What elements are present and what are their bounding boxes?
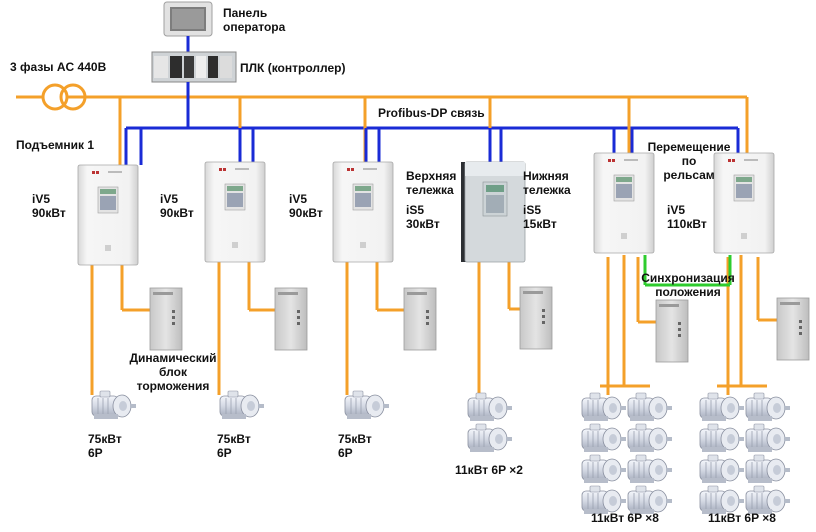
drive-model-label: iV5 90кВт	[32, 192, 66, 220]
operator-panel-label: Панель оператора	[223, 6, 286, 34]
motor-label: 75кВт 6P	[88, 432, 122, 460]
motor-icon	[219, 390, 265, 420]
upper-trolley-label: Верхняя тележка	[406, 169, 457, 197]
motor-icon	[627, 423, 673, 453]
braking-unit-icon	[655, 299, 689, 363]
motor-icon	[91, 390, 137, 420]
motor-icon	[745, 454, 791, 484]
motor-icon	[699, 392, 745, 422]
motor-icon	[627, 392, 673, 422]
motor-icon	[699, 485, 745, 515]
hoist-label: Подъемник 1	[16, 138, 95, 152]
motor-icon	[745, 392, 791, 422]
motor-icon	[467, 423, 513, 453]
drive-model-label: iV5 110кВт	[667, 203, 707, 231]
braking-unit-icon	[149, 287, 183, 351]
drive-model-label: iV5 90кВт	[160, 192, 194, 220]
motor-icon	[581, 423, 627, 453]
motor-icon	[627, 454, 673, 484]
motor-label: 11кВт 6P ×2	[455, 463, 523, 477]
drive-model-label: iS5 30кВт	[406, 203, 440, 231]
motor-icon	[581, 454, 627, 484]
motor-icon	[745, 485, 791, 515]
motor-icon	[344, 390, 390, 420]
motor-icon	[467, 392, 513, 422]
sync-label: Синхронизация положения	[641, 271, 735, 299]
motor-icon	[699, 423, 745, 453]
lower-trolley-label: Нижняя тележка	[523, 169, 571, 197]
plc-icon	[151, 51, 237, 83]
braking-unit-icon	[776, 297, 810, 361]
motor-icon	[581, 392, 627, 422]
motor-label: 75кВт 6P	[338, 432, 372, 460]
motor-icon	[581, 485, 627, 515]
profibus-label: Profibus-DP связь	[378, 106, 485, 120]
inverter-drive-is5-icon	[460, 161, 526, 263]
motor-icon	[745, 423, 791, 453]
braking-unit-label: Динамический блок торможения	[129, 351, 217, 393]
inverter-drive-icon	[593, 152, 655, 254]
rail-travel-label: Перемещение по рельсам	[647, 140, 731, 182]
operator-panel-icon	[163, 1, 213, 37]
inverter-drive-icon	[77, 164, 139, 266]
power-supply-label: 3 фазы AC 440В	[10, 60, 107, 74]
braking-unit-icon	[403, 287, 437, 351]
inverter-drive-icon	[332, 161, 394, 263]
plc-label: ПЛК (контроллер)	[240, 61, 346, 75]
braking-unit-icon	[519, 286, 553, 350]
inverter-drive-icon	[204, 161, 266, 263]
motor-icon	[699, 454, 745, 484]
motor-label: 75кВт 6P	[217, 432, 251, 460]
braking-unit-icon	[274, 287, 308, 351]
motor-label: 11кВт 6P ×8	[708, 511, 776, 525]
drive-model-label: iS5 15кВт	[523, 203, 557, 231]
motor-label: 11кВт 6P ×8	[591, 511, 659, 525]
drive-model-label: iV5 90кВт	[289, 192, 323, 220]
motor-icon	[627, 485, 673, 515]
transformer-icon	[41, 83, 87, 111]
